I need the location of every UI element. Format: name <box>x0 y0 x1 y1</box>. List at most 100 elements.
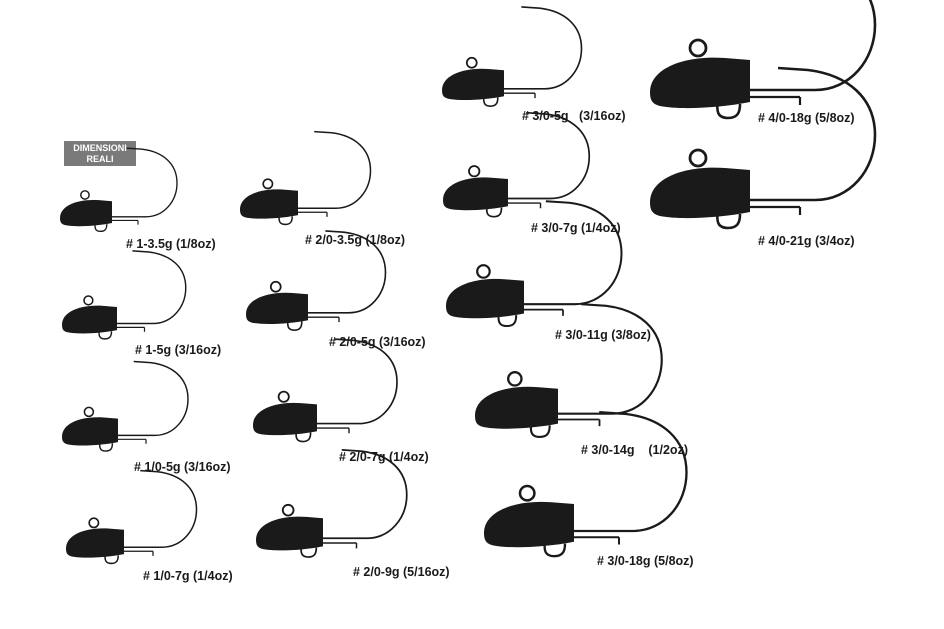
hook-wire <box>504 111 591 200</box>
hook-wire <box>304 230 387 314</box>
jig-size-label: # 2/0-3.5g (1/8oz) <box>305 233 405 247</box>
line-eye <box>688 148 708 168</box>
line-eye <box>465 56 478 69</box>
jig-head-icon <box>446 200 623 328</box>
lead-head <box>246 292 308 325</box>
jig-size-label: # 3/0-11g (3/8oz) <box>555 328 651 342</box>
line-eye <box>83 295 94 306</box>
hook-shank <box>114 326 146 332</box>
hook-shank <box>553 418 601 427</box>
keeper-loop <box>716 209 742 230</box>
jig-size-label: # 3/0-14g (1/2oz) <box>581 443 688 457</box>
keeper-loop <box>98 328 113 340</box>
real-size-badge: DIMENSIONI REALI <box>64 141 136 166</box>
hook-shank <box>520 308 564 316</box>
keeper-loop <box>295 429 312 443</box>
line-eye <box>476 264 491 279</box>
hook-shank <box>504 202 542 209</box>
lead-head <box>650 167 750 219</box>
hook-shank <box>745 95 802 105</box>
keeper-loop <box>482 94 499 107</box>
jig-size-label: # 1-5g (3/16oz) <box>135 343 221 357</box>
jig-head-icon <box>256 448 408 558</box>
lead-head <box>443 177 508 211</box>
jig-size-label: # 4/0-21g (3/4oz) <box>758 234 855 248</box>
hook-shank <box>313 427 350 434</box>
jig-size-label: # 3/0-18g (5/8oz) <box>597 554 694 568</box>
hook-wire <box>319 448 408 540</box>
hook-wire <box>569 411 688 533</box>
line-eye <box>688 38 708 58</box>
line-eye <box>269 280 282 293</box>
line-eye <box>83 406 95 418</box>
hook-shank <box>500 92 536 99</box>
jig-head-item: # 1-5g (3/16oz) <box>62 250 221 357</box>
jig-head-icon <box>60 147 178 233</box>
badge-line-2: REALI <box>86 154 114 164</box>
jig-head-item: # 2/0-5g (3/16oz) <box>246 230 426 349</box>
jig-head-item: # 3/0-5g (3/16oz) <box>442 6 626 123</box>
jig-size-label: # 1/0-5g (3/16oz) <box>134 460 231 474</box>
keeper-loop <box>286 318 303 331</box>
jig-head-item: # 3/0-18g (5/8oz) <box>484 411 694 568</box>
hook-wire <box>745 66 877 202</box>
keeper-loop <box>94 221 108 233</box>
line-eye <box>88 517 100 529</box>
hook-shank <box>304 316 340 323</box>
jig-head-icon <box>66 469 198 565</box>
lead-head <box>446 278 524 319</box>
hook-wire <box>114 250 187 325</box>
lead-head <box>62 417 118 446</box>
hook-shank <box>569 536 620 545</box>
hook-wire <box>313 338 398 425</box>
lead-head <box>253 402 317 436</box>
lead-head <box>650 57 750 109</box>
jig-head-icon <box>240 130 372 226</box>
jig-head-item: # 4/0-18g (5/8oz) <box>650 0 877 125</box>
keeper-loop <box>529 421 551 439</box>
jig-size-label: # 1/0-7g (1/4oz) <box>143 569 233 583</box>
lead-head <box>240 189 298 219</box>
hook-wire <box>295 130 372 209</box>
line-eye <box>277 390 290 403</box>
hook-shank <box>745 205 802 215</box>
jig-head-item: # 1/0-7g (1/4oz) <box>66 469 233 583</box>
jig-size-label: # 4/0-18g (5/8oz) <box>758 111 855 125</box>
lead-head <box>66 528 124 558</box>
jig-size-label: # 2/0-5g (3/16oz) <box>329 335 426 349</box>
jig-head-icon <box>253 338 398 443</box>
line-eye <box>518 484 536 502</box>
line-eye <box>80 190 90 200</box>
jig-head-item: # 1/0-5g (3/16oz) <box>62 360 231 474</box>
keeper-loop <box>278 213 293 226</box>
jig-head-item: # 2/0-9g (5/16oz) <box>256 448 450 579</box>
hook-shank <box>115 438 147 444</box>
keeper-loop <box>104 552 119 565</box>
jig-head-icon <box>475 303 663 439</box>
hook-wire <box>115 360 189 437</box>
hook-shank <box>109 219 139 225</box>
hook-wire <box>109 147 178 218</box>
jig-head-item: # 4/0-21g (3/4oz) <box>650 66 877 248</box>
hook-shank <box>121 550 154 556</box>
hook-wire <box>500 6 583 90</box>
badge-line-1: DIMENSIONI <box>73 143 127 153</box>
line-eye <box>507 371 523 387</box>
jig-head-item: # 3/0-7g (1/4oz) <box>443 111 621 235</box>
keeper-loop <box>300 544 318 558</box>
jig-head-icon <box>62 360 189 452</box>
jig-head-icon <box>442 6 583 107</box>
jig-size-label: # 2/0-9g (5/16oz) <box>353 565 450 579</box>
jig-head-icon <box>484 411 688 558</box>
keeper-loop <box>98 440 114 452</box>
keeper-loop <box>716 99 742 120</box>
jig-head-item: # 3/0-11g (3/8oz) <box>446 200 651 342</box>
jig-head-item: # 3/0-14g (1/2oz) <box>475 303 688 457</box>
line-eye <box>281 503 295 517</box>
jig-head-icon <box>443 111 591 218</box>
jig-head-item: # 2/0-7g (1/4oz) <box>253 338 429 464</box>
jig-head-icon <box>650 0 877 120</box>
lead-head <box>256 516 323 551</box>
keeper-loop <box>543 539 567 558</box>
